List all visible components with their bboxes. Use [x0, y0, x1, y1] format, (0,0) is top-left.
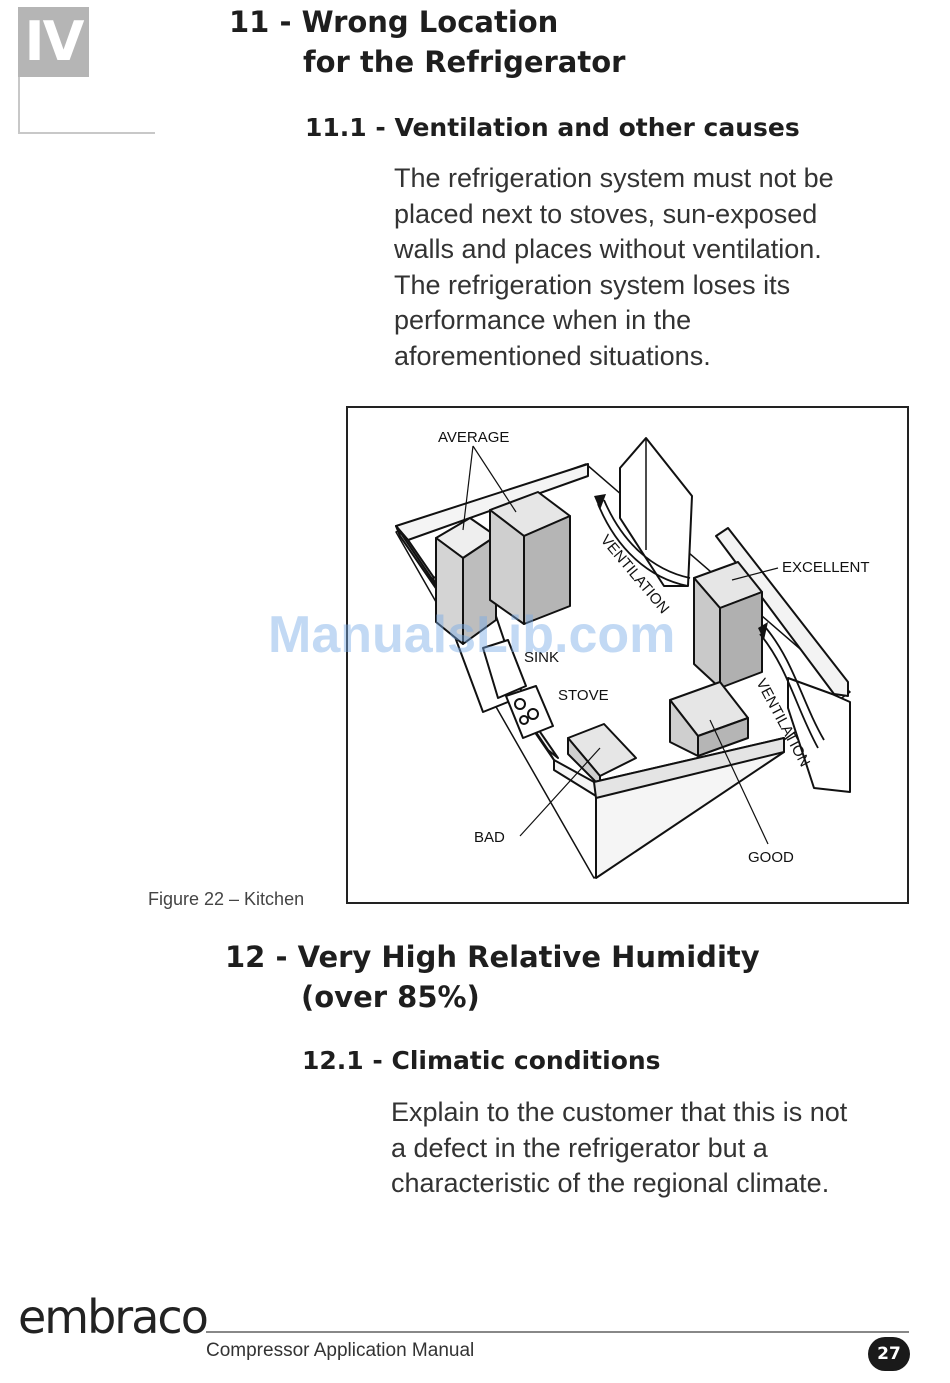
- section-11-1-heading: 11.1 - Ventilation and other causes: [305, 113, 800, 142]
- label-stove: STOVE: [558, 687, 609, 704]
- front-wall-top: [593, 737, 785, 799]
- leader-line: [731, 567, 779, 581]
- body-line: characteristic of the regional climate.: [391, 1168, 830, 1198]
- right-door-panel: [787, 677, 851, 793]
- leader-line: [519, 747, 601, 837]
- fridge-excellent-side: [719, 591, 763, 689]
- body-line: Explain to the customer that this is not: [391, 1097, 848, 1127]
- chapter-tab-line: [18, 132, 155, 134]
- fridge-average-1-side: [462, 535, 497, 645]
- section-11-1-body: The refrigeration system must not be pla…: [394, 161, 914, 374]
- label-average: AVERAGE: [438, 429, 509, 446]
- body-line: walls and places without ventilation.: [394, 234, 822, 264]
- body-line: a defect in the refrigerator but a: [391, 1132, 768, 1163]
- section-12-heading-cont: (over 85%): [301, 980, 480, 1014]
- label-sink: SINK: [524, 649, 559, 666]
- leader-line: [709, 719, 769, 845]
- section-11-heading: 11 - Wrong Location: [229, 5, 559, 39]
- fridge-average-2-side: [523, 515, 571, 625]
- label-good: GOOD: [748, 849, 794, 866]
- arrowhead-icon: [758, 622, 768, 640]
- figure-caption: Figure 22 – Kitchen: [148, 889, 305, 909]
- manual-title: Compressor Application Manual: [206, 1340, 475, 1361]
- watermark: ManualsLib.com: [268, 606, 676, 664]
- section-12-1-body: Explain to the customer that this is not…: [391, 1095, 911, 1202]
- chapter-tab: IV: [18, 7, 89, 77]
- footer-divider: [206, 1331, 909, 1333]
- ventilation-arrow-icon: [765, 627, 825, 741]
- body-line: aforementioned situations.: [394, 340, 711, 371]
- brand-logo: embraco: [18, 1290, 209, 1344]
- burner-icon: [514, 698, 526, 710]
- page-number: 27: [868, 1337, 910, 1371]
- chapter-tab-line: [18, 77, 20, 134]
- kitchen-illustration: AVERAGE EXCELLENT SINK STOVE BAD GOOD VE…: [395, 429, 870, 879]
- ventilation-arrow-icon: [603, 499, 691, 579]
- kitchen-figure: AVERAGE EXCELLENT SINK STOVE BAD GOOD VE…: [346, 406, 909, 904]
- right-wall: [715, 527, 849, 697]
- label-bad: BAD: [474, 829, 505, 846]
- section-11-heading-cont: for the Refrigerator: [303, 45, 626, 79]
- section-12-1-heading: 12.1 - Climatic conditions: [302, 1046, 661, 1075]
- burner-icon: [527, 708, 539, 720]
- label-excellent: EXCELLENT: [782, 559, 870, 576]
- body-line: The refrigeration system loses its: [394, 269, 791, 300]
- ventilation-arrow-icon: [759, 633, 819, 749]
- fridge-good-side: [697, 717, 749, 757]
- burner-icon: [519, 715, 529, 725]
- sink: [482, 639, 527, 699]
- body-line: The refrigeration system must not be: [394, 163, 834, 193]
- leader-line: [472, 445, 517, 513]
- ventilation-arrow-icon: [597, 503, 689, 587]
- arrowhead-icon: [594, 494, 606, 510]
- section-12-heading: 12 - Very High Relative Humidity: [225, 940, 760, 974]
- body-line: placed next to stoves, sun-exposed: [394, 198, 818, 229]
- leader-line: [462, 445, 474, 531]
- body-line: performance when in the: [394, 305, 692, 335]
